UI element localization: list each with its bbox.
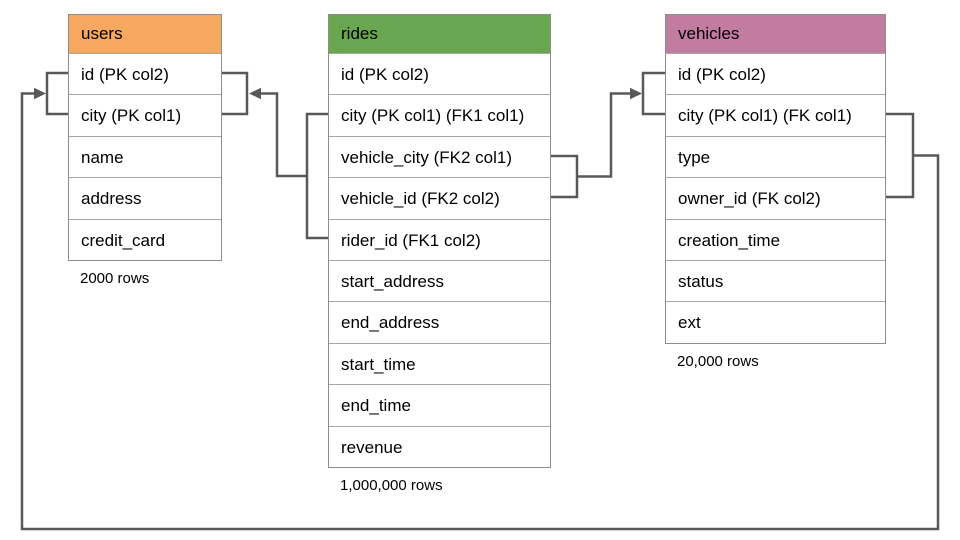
fk-vehicles-to-users-connector: [20, 71, 940, 531]
table-vehicles-group: vehicles id (PK col2) city (PK col1) (FK…: [665, 14, 886, 370]
table-users-header: users: [69, 15, 221, 53]
table-row: end_address: [329, 301, 550, 343]
fk1-rides-to-users-connector: [222, 71, 328, 240]
table-row: address: [69, 177, 221, 219]
table-row: id (PK col2): [69, 53, 221, 95]
table-rides: rides id (PK col2) city (PK col1) (FK1 c…: [328, 14, 551, 468]
table-row: vehicle_city (FK2 col1): [329, 135, 550, 178]
table-row: city (PK col1): [69, 94, 221, 136]
vehicles-right-bracket: [886, 112, 915, 199]
table-row: vehicle_id (FK2 col2): [329, 177, 550, 219]
table-vehicles-header: vehicles: [666, 15, 885, 53]
rides-left-bracket: [305, 112, 328, 240]
arrow-right-icon: [630, 87, 642, 100]
arrow-right-icon: [34, 87, 46, 100]
users-left-bracket: [45, 71, 68, 116]
table-row: id (PK col2): [329, 53, 550, 95]
fk2-rides-to-vehicles-connector: [551, 71, 665, 199]
rides-right-bracket: [551, 154, 579, 199]
table-row: id (PK col2): [666, 53, 885, 95]
table-row: owner_id (FK col2): [666, 177, 885, 219]
table-row: status: [666, 259, 885, 302]
users-right-bracket: [222, 71, 249, 116]
table-row: city (PK col1) (FK col1): [666, 94, 885, 136]
table-users-group: users id (PK col2) city (PK col1) name a…: [68, 14, 222, 287]
table-row: end_time: [329, 384, 550, 426]
table-rides-group: rides id (PK col2) city (PK col1) (FK1 c…: [328, 14, 551, 494]
table-row: credit_card: [69, 218, 221, 260]
fk1-shaft: [260, 92, 307, 178]
fk-shaft: [20, 92, 940, 531]
table-row: creation_time: [666, 218, 885, 260]
arrow-left-icon: [249, 87, 261, 100]
fk2-shaft: [577, 92, 630, 178]
table-row: type: [666, 135, 885, 178]
table-rides-rowcount: 1,000,000 rows: [340, 476, 443, 494]
table-users: users id (PK col2) city (PK col1) name a…: [68, 14, 222, 261]
table-row: ext: [666, 301, 885, 343]
table-rides-header: rides: [329, 15, 550, 53]
table-users-rowcount: 2000 rows: [80, 269, 150, 287]
vehicles-left-bracket: [641, 71, 665, 116]
table-row: city (PK col1) (FK1 col1): [329, 94, 550, 136]
table-row: rider_id (FK1 col2): [329, 218, 550, 260]
table-row: name: [69, 135, 221, 178]
table-vehicles: vehicles id (PK col2) city (PK col1) (FK…: [665, 14, 886, 344]
table-row: revenue: [329, 425, 550, 467]
table-row: start_address: [329, 259, 550, 302]
table-vehicles-rowcount: 20,000 rows: [677, 352, 759, 370]
table-row: start_time: [329, 342, 550, 385]
